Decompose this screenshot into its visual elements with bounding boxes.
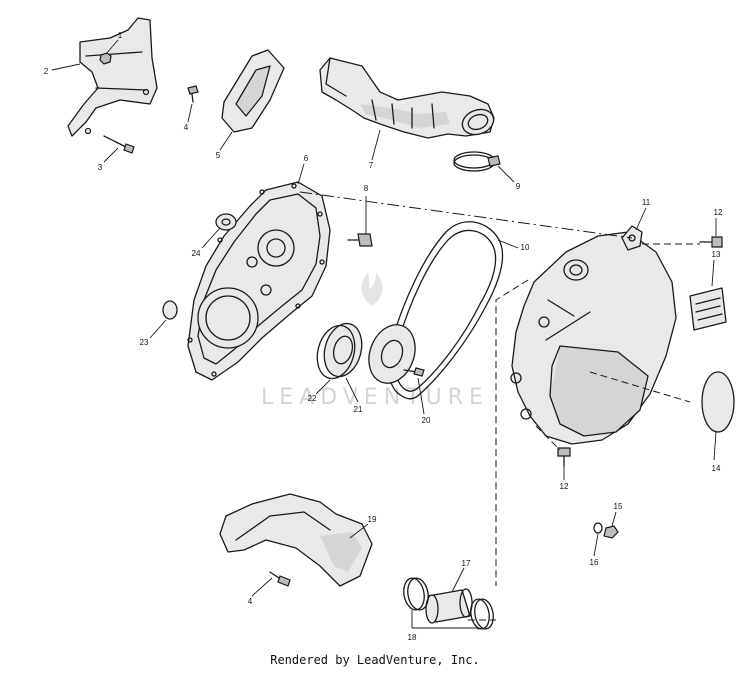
callout-3: 3 xyxy=(98,163,103,172)
part-15-nut xyxy=(603,525,619,539)
callout-8: 8 xyxy=(364,184,369,193)
part-18-clamp-left xyxy=(403,577,429,611)
callout-12-upper: 12 xyxy=(714,208,723,217)
part-2-bracket xyxy=(67,17,158,137)
part-7-intake-duct xyxy=(319,57,495,139)
callout-17: 17 xyxy=(462,559,471,568)
callout-22: 22 xyxy=(308,394,317,403)
callout-15: 15 xyxy=(614,502,623,511)
part-1-nut xyxy=(99,52,112,65)
callout-24: 24 xyxy=(192,249,201,258)
callout-11: 11 xyxy=(642,198,651,207)
part-12-screw-lower xyxy=(557,447,571,467)
assembly-lines xyxy=(299,191,700,621)
part-18-clamp-right xyxy=(470,598,494,630)
callout-14: 14 xyxy=(712,464,721,473)
part-14-disc xyxy=(701,371,735,433)
callout-6: 6 xyxy=(304,154,309,163)
part-6-inner-cover xyxy=(187,181,331,381)
part-3-screw xyxy=(103,135,135,154)
callouts: 1 2 3 4 5 6 7 8 9 10 11 12 13 14 12 15 1… xyxy=(44,31,723,642)
part-13-decal xyxy=(689,287,727,331)
callout-16: 16 xyxy=(590,558,599,567)
part-12-screw-upper xyxy=(699,236,723,248)
callout-4-lower: 4 xyxy=(248,597,253,606)
part-9-clamp xyxy=(453,151,501,172)
part-4-fastener-upper xyxy=(187,85,199,103)
callout-1: 1 xyxy=(118,31,123,40)
callout-13: 13 xyxy=(712,250,721,259)
callout-4-upper: 4 xyxy=(184,123,189,132)
callout-20: 20 xyxy=(422,416,431,425)
footer-credit: Rendered by LeadVenture, Inc. xyxy=(270,653,480,667)
part-21-washer xyxy=(323,322,363,378)
part-23-plug xyxy=(162,300,178,320)
leader-lines xyxy=(51,39,717,630)
callout-2: 2 xyxy=(44,67,49,76)
callout-9: 9 xyxy=(516,182,521,191)
part-4-fastener-lower xyxy=(269,571,291,587)
part-17-hose xyxy=(425,588,473,624)
callout-23: 23 xyxy=(140,338,149,347)
part-5-boot xyxy=(221,49,285,133)
watermark-text: LEADVENTURE xyxy=(261,385,489,410)
part-20-sheave xyxy=(368,324,425,384)
callout-12-lower: 12 xyxy=(560,482,569,491)
callout-7: 7 xyxy=(369,161,374,170)
callout-21: 21 xyxy=(354,405,363,414)
callout-18: 18 xyxy=(408,633,417,642)
callout-5: 5 xyxy=(216,151,221,160)
part-8-bolt xyxy=(347,233,373,247)
callout-10: 10 xyxy=(521,243,530,252)
part-22-seal xyxy=(316,324,356,380)
part-19-lower-duct xyxy=(219,493,373,587)
part-11-outer-cover xyxy=(510,225,677,445)
callout-19: 19 xyxy=(368,515,377,524)
part-16-washer xyxy=(593,522,603,534)
watermark: LEADVENTURE xyxy=(261,272,489,410)
part-24-boss xyxy=(215,213,237,231)
